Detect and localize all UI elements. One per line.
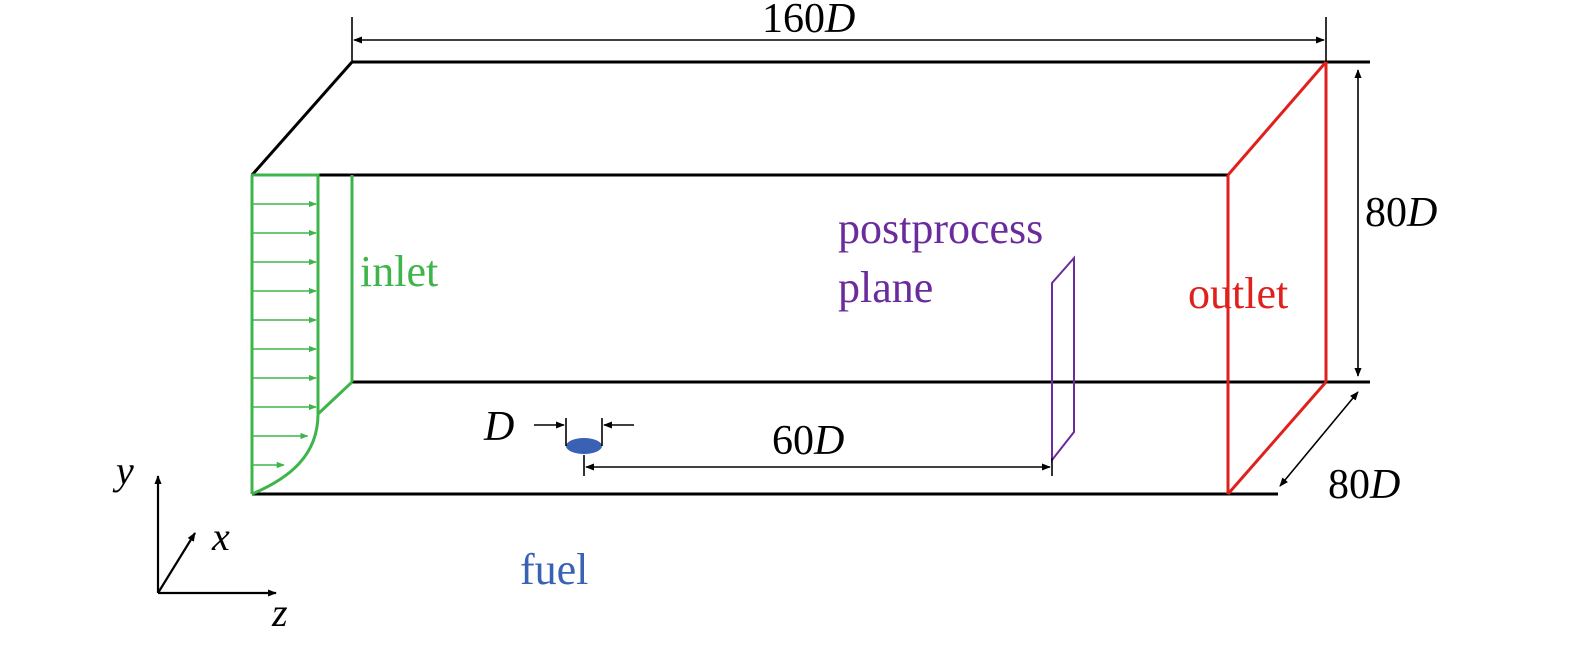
fuel-diameter-label: D (483, 404, 514, 450)
inlet-velocity-profile (251, 173, 320, 496)
fuel-label: fuel (520, 545, 588, 594)
postprocess-label-line1: postprocess (838, 204, 1043, 253)
height-dim-label: 80D (1365, 190, 1437, 236)
fuel-inlet (566, 438, 602, 454)
depth-dim-label: 80D (1328, 462, 1400, 508)
depth-dim-line (1279, 391, 1359, 487)
y-axis-label: y (112, 448, 134, 493)
z-axis-label: z (271, 590, 288, 635)
fuel-dist-dim-label: 60D (772, 418, 844, 464)
dimension-lines (351, 17, 1362, 487)
inlet-boundary (250, 173, 354, 496)
inlet-velocity-arrows (252, 200, 317, 469)
outlet-bottom-diagonal (1226, 381, 1328, 495)
x-axis-line (157, 532, 196, 594)
length-dim-label: 160D (762, 0, 855, 42)
postprocess-label-line2: plane (838, 263, 933, 312)
coordinate-axes (154, 475, 277, 597)
box-edges (250, 60, 1370, 496)
inlet-label: inlet (360, 247, 438, 296)
postprocess-plane (1051, 255, 1075, 463)
inlet-bottom-diagonal (316, 380, 354, 416)
outlet-label: outlet (1188, 269, 1288, 318)
top-left-edge (250, 61, 354, 176)
outlet-top-diagonal (1226, 61, 1328, 176)
x-axis-label: x (211, 514, 230, 559)
